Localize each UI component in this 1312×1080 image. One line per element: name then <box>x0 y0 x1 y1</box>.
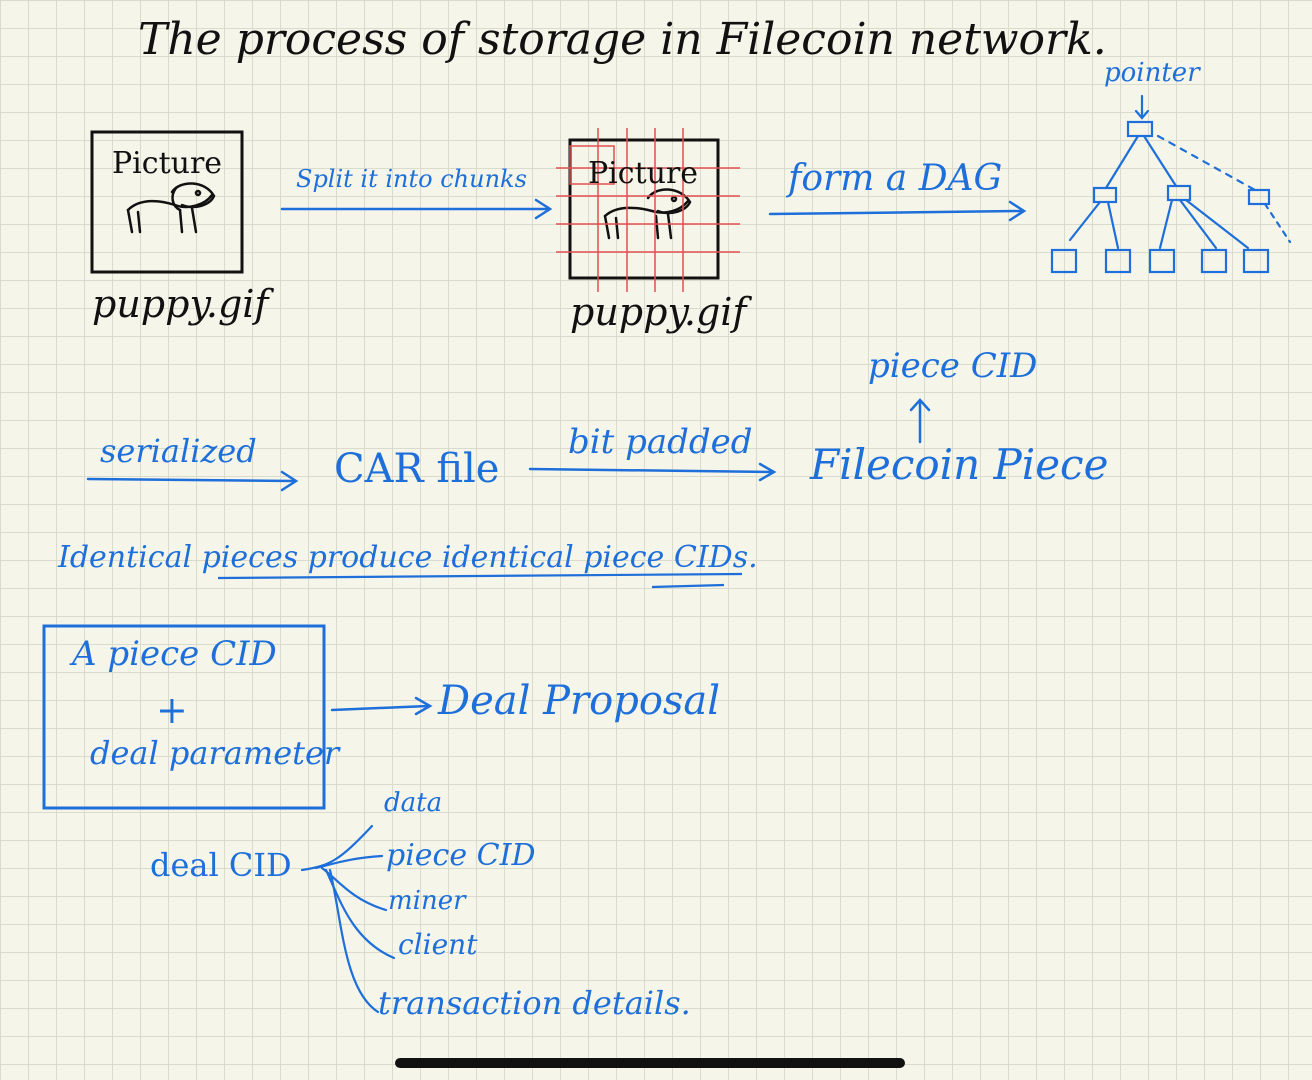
dag-node <box>1166 184 1192 202</box>
deal-item-client: client <box>398 928 478 961</box>
box-line2: deal parameter <box>90 734 340 772</box>
bit-padded-label: bit padded <box>568 422 753 462</box>
piece-cid-label: piece CID <box>868 346 1038 386</box>
dag-root-node <box>1126 120 1154 138</box>
chunk-grid <box>556 128 740 292</box>
deal-item-piece-cid: piece CID <box>386 838 536 873</box>
dag-node <box>1092 186 1118 204</box>
file-name-label: puppy.gif <box>92 282 269 326</box>
note-underline <box>217 572 743 589</box>
picture-frame-original <box>90 130 244 274</box>
deal-proposal-label: Deal Proposal <box>438 678 721 724</box>
pointer-arrow <box>1134 94 1150 120</box>
picture-label-2: Picture <box>588 156 699 191</box>
dag-tree <box>1050 94 1292 274</box>
dag-leaf <box>1200 248 1228 274</box>
filecoin-piece-label: Filecoin Piece <box>810 440 1109 489</box>
dag-label: form a DAG <box>788 158 1003 199</box>
dag-leaf <box>1242 248 1270 274</box>
identical-note: Identical pieces produce identical piece… <box>58 540 758 575</box>
dag-leaf <box>1050 248 1078 274</box>
deal-inputs-box <box>42 624 326 810</box>
deal-cid-branches <box>300 824 396 1014</box>
split-arrow <box>280 198 553 220</box>
padded-arrow <box>528 462 777 482</box>
box-line1: A piece CID <box>72 634 277 674</box>
dag-leaf <box>1148 248 1176 274</box>
home-indicator[interactable] <box>395 1058 905 1068</box>
deal-item-data: data <box>384 788 443 818</box>
deal-cid-label: deal CID <box>150 846 292 884</box>
dag-arrow <box>768 200 1027 222</box>
car-file-label: CAR file <box>334 446 500 492</box>
dag-node <box>1247 188 1271 206</box>
deal-item-transaction-details: transaction details. <box>378 984 691 1022</box>
deal-item-miner: miner <box>388 886 466 916</box>
file-name-label-2: puppy.gif <box>570 290 747 334</box>
picture-label: Picture <box>112 146 223 181</box>
deal-proposal-arrow <box>330 696 433 716</box>
pointer-label: pointer <box>1104 58 1200 88</box>
box-plus: + <box>156 688 188 732</box>
serialized-arrow <box>86 470 299 492</box>
puppy-drawing <box>126 182 216 234</box>
dag-leaf <box>1104 248 1132 274</box>
serialized-label: serialized <box>100 432 257 470</box>
split-label: Split it into chunks <box>296 165 527 193</box>
picture-frame-chunked <box>556 128 740 292</box>
puppy-drawing-2 <box>603 188 692 240</box>
page-title: The process of storage in Filecoin netwo… <box>138 14 1107 65</box>
piece-cid-arrow <box>909 398 931 444</box>
